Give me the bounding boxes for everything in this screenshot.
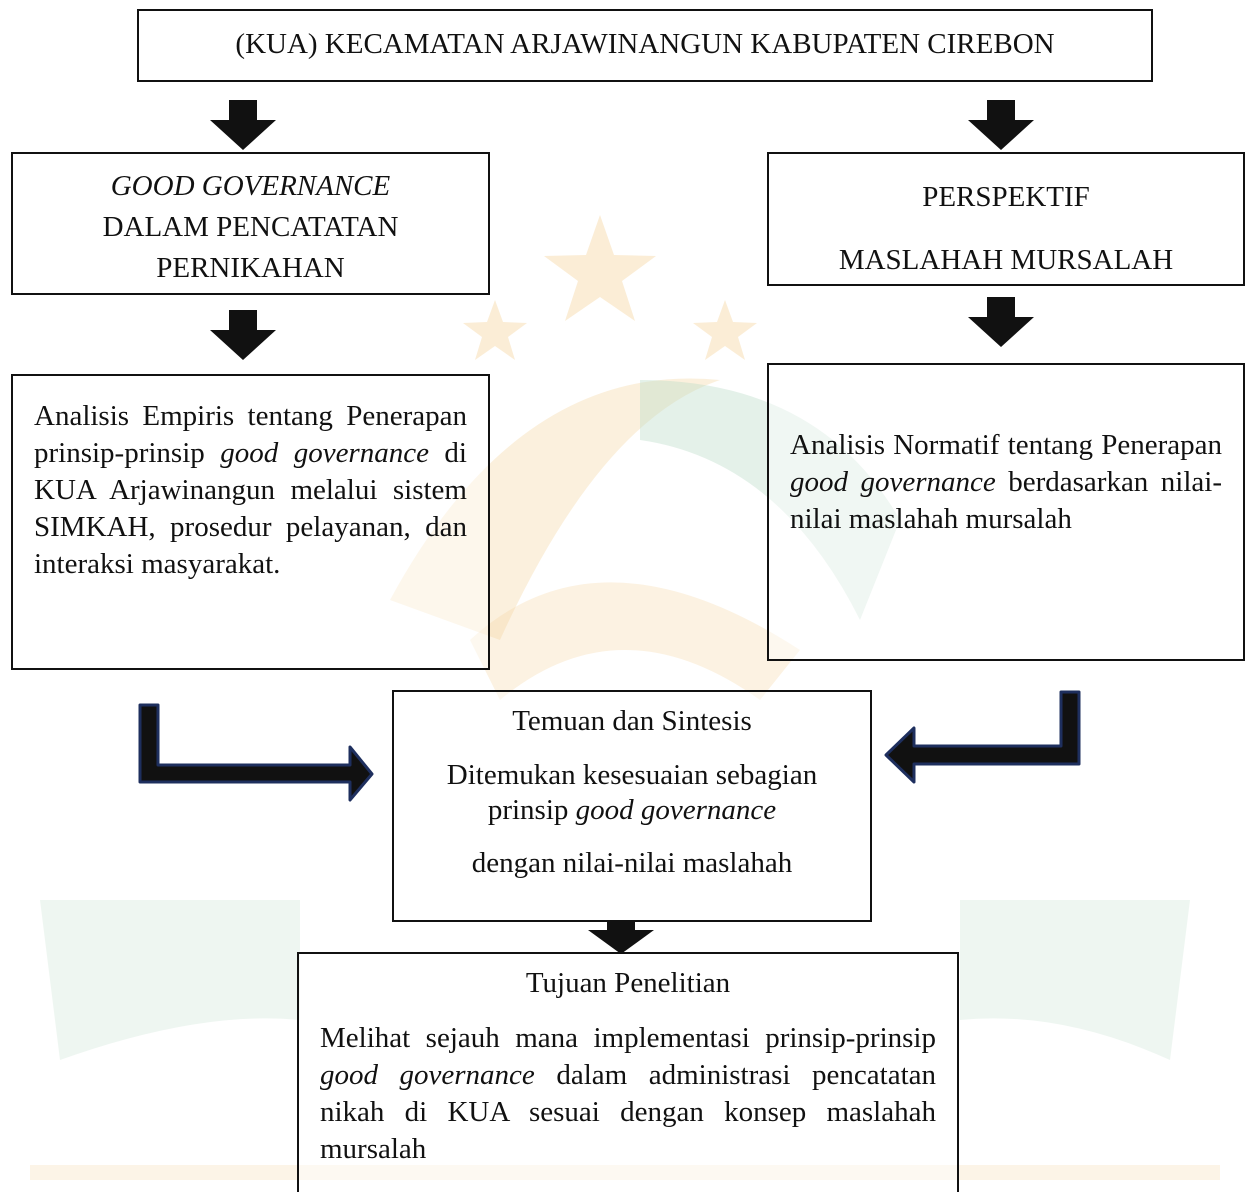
research-objective-italic: good governance (320, 1059, 535, 1091)
bent-arrow-right-icon (138, 703, 374, 802)
synthesis-italic: good governance (575, 794, 777, 826)
watermark-text-band (30, 1165, 1220, 1180)
top-institution-box: (KUA) KECAMATAN ARJAWINANGUN KABUPATEN C… (137, 9, 1153, 82)
watermark-arc-gold-lower (470, 582, 800, 700)
down-arrow-icon (588, 920, 654, 954)
synthesis-text-end: dengan nilai-nilai maslahah (471, 847, 793, 879)
watermark-left-green-shape (40, 900, 300, 1060)
good-governance-line2: DALAM PENCATATAN (102, 211, 399, 243)
research-objective-text-end: dalam administrasi pencatatan nikah di K… (320, 1059, 936, 1165)
down-arrow-icon (968, 100, 1034, 150)
research-objective-box: Tujuan Penelitian Melihat sejauh mana im… (297, 952, 959, 1192)
good-governance-heading: GOOD GOVERNANCE (110, 170, 391, 202)
empirical-analysis-text-end: di KUA Arjawinangun melalui sistem SIMKA… (34, 437, 467, 580)
down-arrow-icon (210, 100, 276, 150)
maslahah-perspective-box: PERSPEKTIF MASLAHAH MURSALAH (767, 152, 1245, 286)
maslahah-line2: MASLAHAH MURSALAH (838, 244, 1174, 276)
synthesis-box: Temuan dan Sintesis Ditemukan kesesuaian… (392, 690, 872, 922)
maslahah-line1: PERSPEKTIF (922, 181, 1090, 213)
watermark-arc-green (640, 380, 900, 620)
watermark-star-icon (544, 215, 656, 321)
top-institution-title: (KUA) KECAMATAN ARJAWINANGUN KABUPATEN C… (235, 28, 1055, 60)
research-objective-text: Melihat sejauh mana implementasi prinsip… (320, 1022, 936, 1054)
normative-analysis-text: Analisis Normatif tentang Penerapan (790, 429, 1222, 461)
normative-analysis-text-end: berdasarkan nilai-nilai maslahah mursala… (790, 466, 1222, 535)
watermark-arc-gold (390, 378, 720, 640)
good-governance-line3: PERNIKAHAN (156, 252, 345, 284)
watermark-star-left-icon (463, 300, 527, 360)
watermark-right-green-shape (960, 900, 1190, 1060)
normative-analysis-italic: good governance (790, 466, 996, 498)
bent-arrow-left-icon (884, 690, 1081, 784)
down-arrow-icon (210, 310, 276, 360)
good-governance-box: GOOD GOVERNANCE DALAM PENCATATAN PERNIKA… (11, 152, 490, 295)
empirical-analysis-italic: good governance (220, 437, 429, 469)
down-arrow-icon (968, 297, 1034, 347)
research-objective-title: Tujuan Penelitian (525, 967, 731, 999)
synthesis-title: Temuan dan Sintesis (512, 705, 752, 737)
normative-analysis-box: Analisis Normatif tentang Penerapan good… (767, 363, 1245, 661)
synthesis-text: Ditemukan kesesuaian sebagian prinsip (446, 759, 818, 826)
watermark-star-right-icon (693, 300, 757, 360)
empirical-analysis-box: Analisis Empiris tentang Penerapan prins… (11, 374, 490, 670)
empirical-analysis-text: Analisis Empiris tentang Penerapan prins… (34, 400, 467, 469)
